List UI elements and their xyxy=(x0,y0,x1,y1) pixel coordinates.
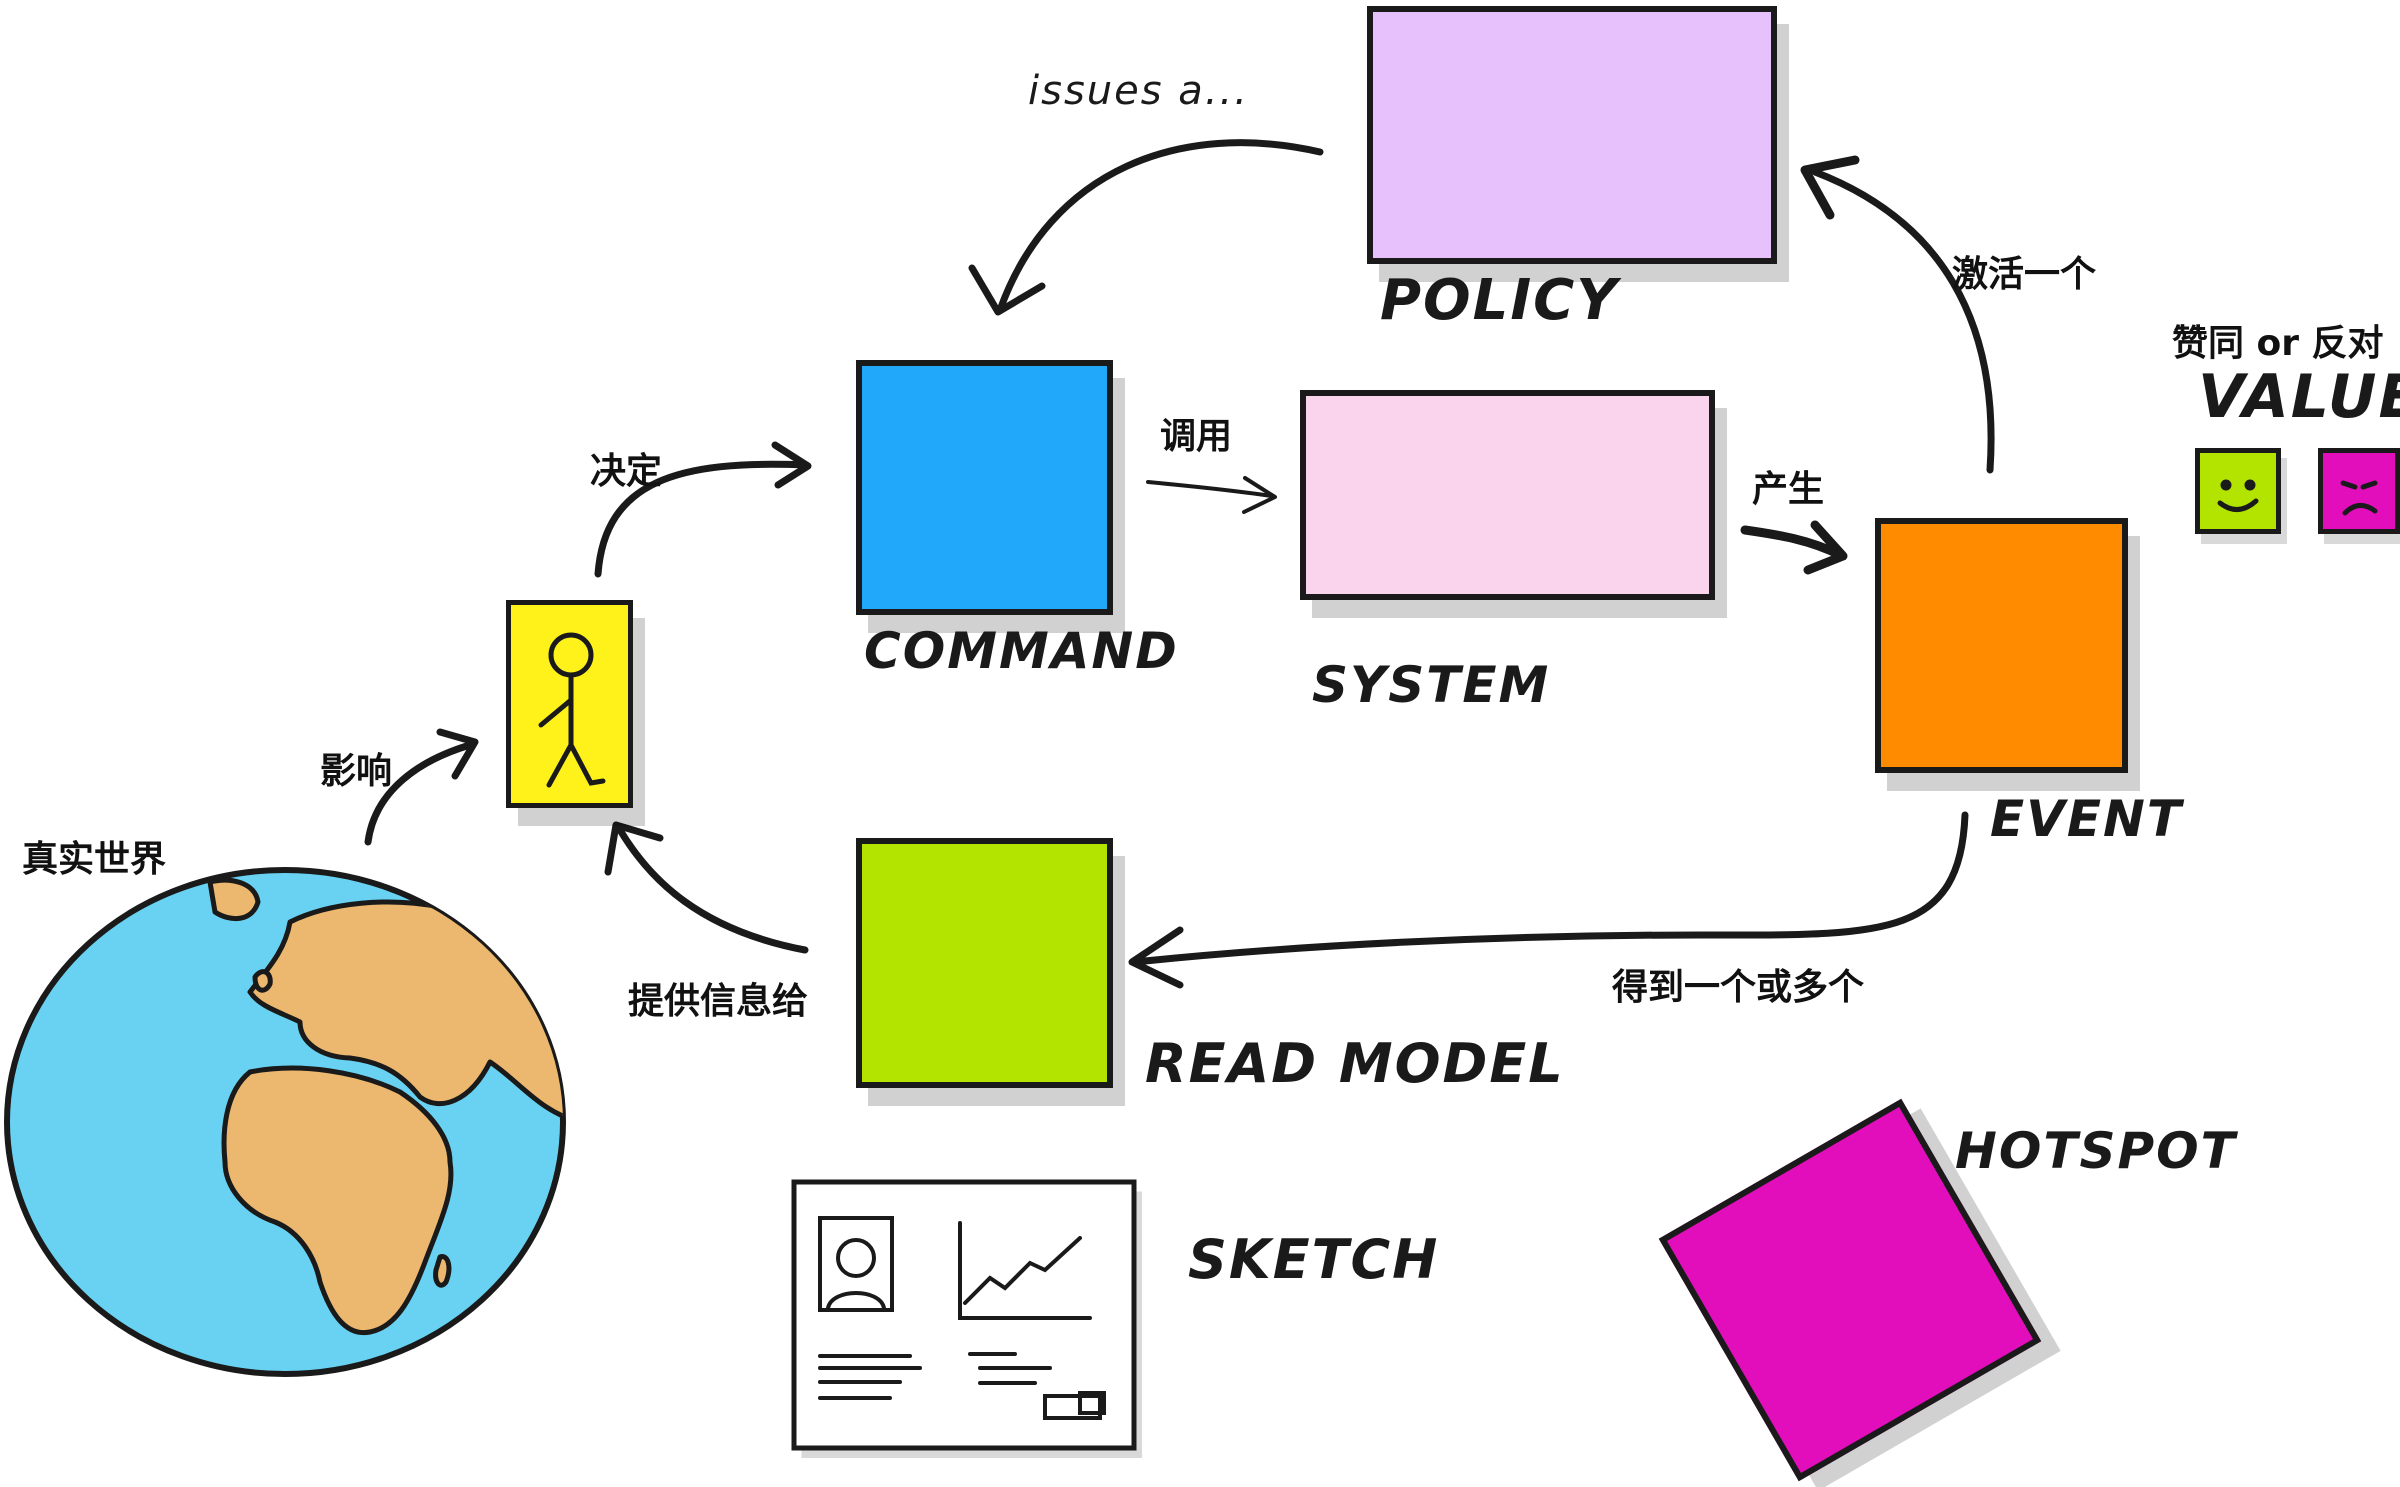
stick-figure-icon xyxy=(538,632,606,788)
sketch-wireframe xyxy=(791,1179,1137,1451)
provide-info-label: 提供信息给 xyxy=(628,981,809,1022)
globe-icon xyxy=(4,867,566,1377)
value-positive-sticky xyxy=(2195,448,2281,534)
event-label: EVENT xyxy=(1990,790,2183,848)
arrow-actor-to-command xyxy=(594,460,809,578)
value-caption: 赞同 or 反对 xyxy=(2172,323,2384,364)
one-or-more-label: 得到一个或多个 xyxy=(1612,967,1865,1008)
arrow-event-to-policy xyxy=(1811,168,1995,474)
arrowhead-read-model-to-actor xyxy=(604,821,664,876)
arrow-command-to-system xyxy=(1146,480,1274,498)
arrowhead-world-to-actor xyxy=(436,728,479,780)
policy-label: POLICY xyxy=(1380,268,1619,333)
value-negative-sticky xyxy=(2318,448,2400,534)
command-sticky xyxy=(856,360,1113,615)
read-model-label: READ MODEL xyxy=(1145,1032,1565,1095)
system-sticky xyxy=(1300,390,1715,600)
produce-label: 产生 xyxy=(1752,469,1825,510)
arrow-policy-to-command xyxy=(996,139,1324,314)
command-label: COMMAND xyxy=(864,622,1179,680)
arrowhead-system-to-event xyxy=(1803,520,1848,575)
system-label: SYSTEM xyxy=(1312,656,1551,714)
arrowhead-command-to-system xyxy=(1242,476,1277,514)
event-sticky xyxy=(1875,518,2128,773)
avatar-placeholder-icon xyxy=(818,1216,894,1312)
policy-sticky xyxy=(1367,6,1777,264)
activate-label: 激活一个 xyxy=(1952,254,2097,295)
frown-icon xyxy=(2340,480,2378,516)
arrowhead-policy-to-command xyxy=(968,264,1046,316)
decide-label: 决定 xyxy=(590,451,663,492)
arrow-system-to-event xyxy=(1740,525,1845,560)
issues-label: issues a... xyxy=(1028,68,1249,114)
real-world-label: 真实世界 xyxy=(22,839,167,880)
chart-line-icon xyxy=(963,1236,1082,1305)
influence-label: 影响 xyxy=(320,751,393,792)
value-label: VALUE xyxy=(2198,362,2400,432)
chart-axes xyxy=(958,1221,1092,1320)
read-model-sticky xyxy=(856,838,1113,1088)
arrowhead-actor-to-command xyxy=(771,441,812,489)
arrowhead-event-to-policy xyxy=(1800,155,1860,220)
sketch-label: SKETCH xyxy=(1188,1228,1440,1291)
arrow-read-model-to-actor xyxy=(616,826,809,954)
arrowhead-event-to-read-model xyxy=(1128,926,1184,989)
arrow-world-to-actor xyxy=(364,741,474,846)
actor-sticky xyxy=(506,600,633,808)
arrow-event-to-read-model xyxy=(1131,811,1969,966)
call-label: 调用 xyxy=(1160,416,1233,457)
hotspot-label: HOTSPOT xyxy=(1955,1122,2237,1180)
smiley-icon xyxy=(2217,479,2259,512)
